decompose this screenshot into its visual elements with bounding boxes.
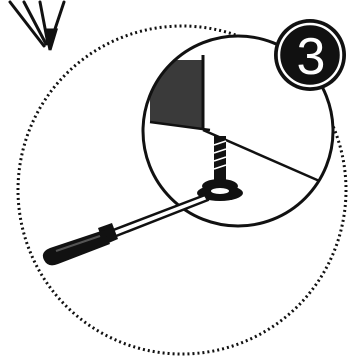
focus-lines-icon — [10, 2, 64, 50]
step-badge: 3 — [274, 19, 346, 91]
step-number: 3 — [297, 28, 326, 86]
screwdriver-icon — [43, 195, 208, 265]
wall-shade — [150, 60, 203, 130]
